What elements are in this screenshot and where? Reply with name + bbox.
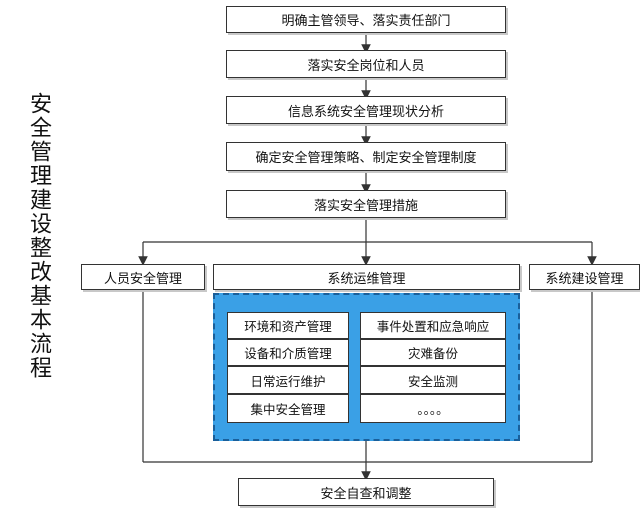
- branch-personnel: 人员安全管理: [81, 264, 205, 290]
- ops-item-ellipsis: 。。。。: [360, 394, 506, 423]
- step-analysis: 信息系统安全管理现状分析: [226, 96, 506, 124]
- branch-operations: 系统运维管理: [213, 264, 520, 290]
- ops-item-daily: 日常运行维护: [227, 366, 349, 394]
- branch-construction: 系统建设管理: [529, 264, 640, 290]
- ops-item-incident: 事件处置和应急响应: [360, 312, 506, 339]
- ops-item-disaster: 灾难备份: [360, 339, 506, 366]
- ops-item-environment: 环境和资产管理: [227, 312, 349, 339]
- step-measures: 落实安全管理措施: [226, 190, 506, 218]
- step-policy: 确定安全管理策略、制定安全管理制度: [226, 142, 506, 171]
- ops-item-devices: 设备和介质管理: [227, 339, 349, 366]
- ops-item-centralized: 集中安全管理: [227, 394, 349, 423]
- operations-panel: 环境和资产管理 设备和介质管理 日常运行维护 集中安全管理 事件处置和应急响应 …: [213, 293, 520, 441]
- step-leadership: 明确主管领导、落实责任部门: [226, 6, 506, 33]
- side-title: 安全管理建设整改基本流程: [26, 92, 51, 380]
- step-positions: 落实安全岗位和人员: [226, 50, 506, 78]
- ops-item-monitoring: 安全监测: [360, 366, 506, 394]
- step-self-check: 安全自查和调整: [238, 478, 494, 506]
